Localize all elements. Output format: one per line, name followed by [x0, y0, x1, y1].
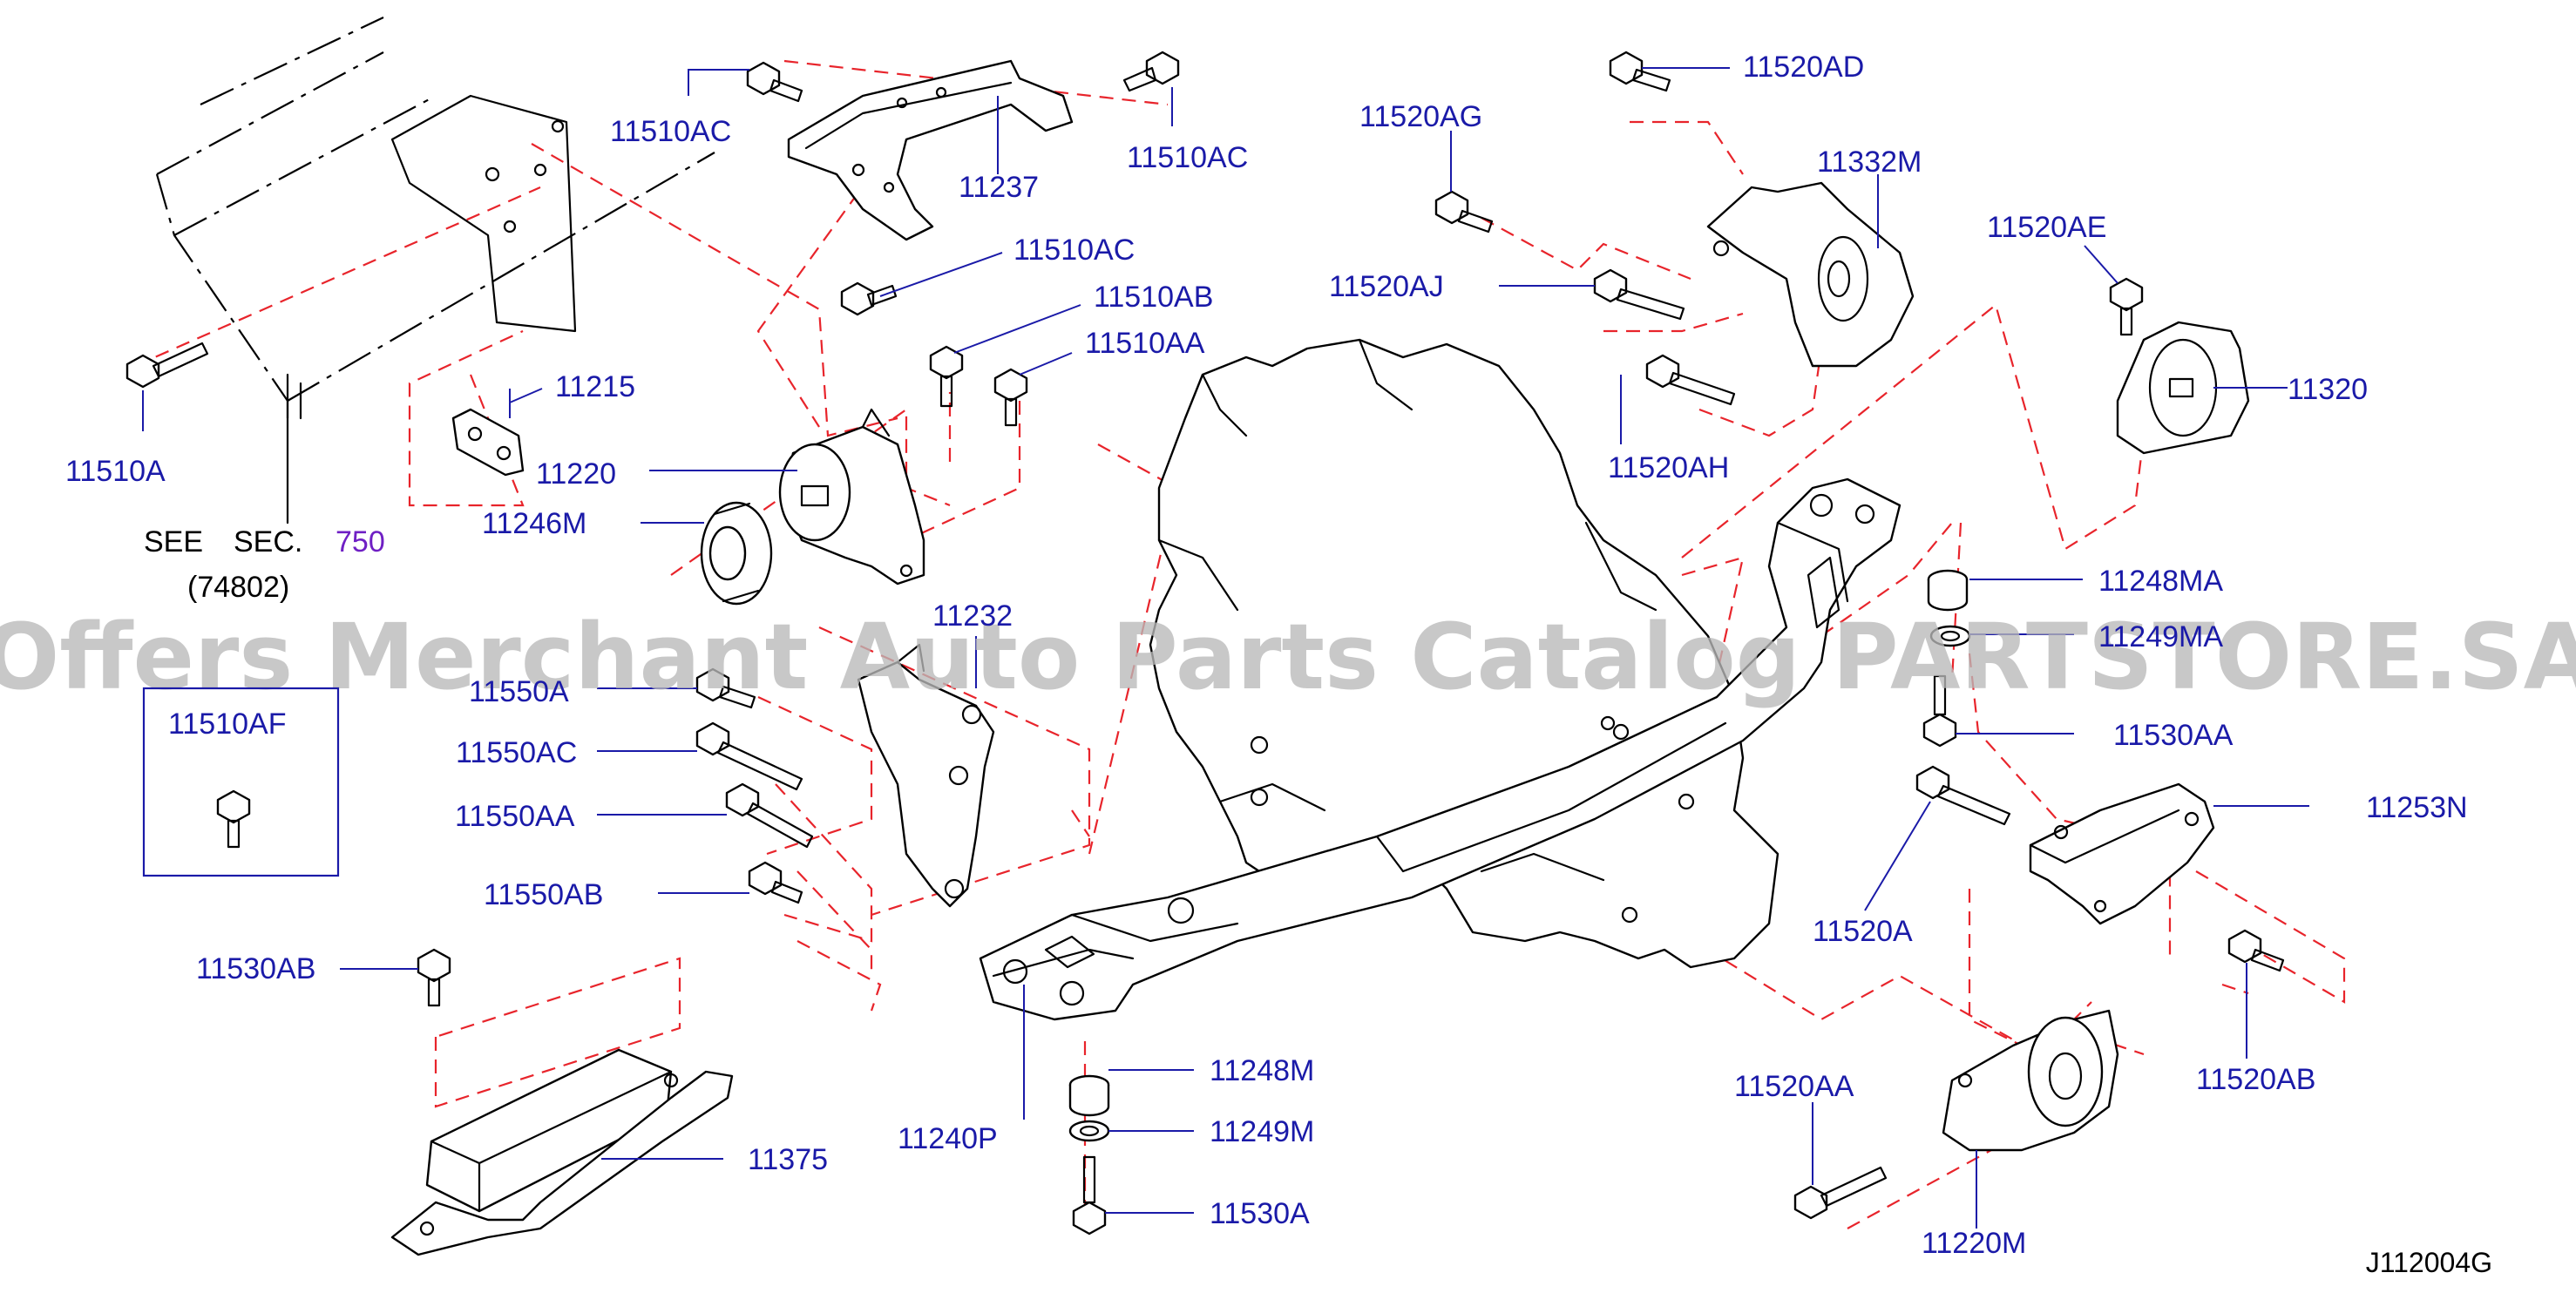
- part-label-11550aa[interactable]: 11550AA: [455, 800, 575, 833]
- bolt-11550ab: [748, 861, 803, 904]
- part-label-11530ab[interactable]: 11530AB: [196, 952, 315, 985]
- part-label-11520ag[interactable]: 11520AG: [1359, 100, 1482, 133]
- part-labels: 11510AC 11237 11510AC 11510AC 11510AB 11…: [65, 51, 2468, 1260]
- bolt-11510aa: [993, 368, 1028, 427]
- part-label-11248ma[interactable]: 11248MA: [2098, 565, 2223, 598]
- part-label-11550ab[interactable]: 11550AB: [484, 878, 603, 911]
- part-label-11253n[interactable]: 11253N: [2366, 791, 2468, 824]
- see-section-prefix: SEE: [144, 525, 203, 558]
- mount-11220m: [1942, 1009, 2119, 1152]
- bolt-11550a: [695, 667, 756, 709]
- part-label-11520ah[interactable]: 11520AH: [1608, 451, 1729, 484]
- bolt-11510ac-3: [840, 281, 898, 316]
- part-label-11520ad[interactable]: 11520AD: [1743, 51, 1864, 84]
- insulator-11248m: [1068, 1074, 1110, 1117]
- see-section-number-link[interactable]: 750: [336, 525, 385, 558]
- part-label-11530a[interactable]: 11530A: [1210, 1197, 1310, 1230]
- part-label-11550a[interactable]: 11550A: [469, 675, 569, 708]
- part-label-11550ac[interactable]: 11550AC: [456, 736, 577, 769]
- part-label-11232[interactable]: 11232: [932, 599, 1013, 633]
- bolt-11520ab: [2227, 929, 2285, 972]
- part-label-11220m[interactable]: 11220M: [1922, 1227, 2026, 1260]
- bolts: [125, 51, 2285, 1235]
- see-section-sub: (74802): [187, 571, 289, 604]
- part-label-11510aa[interactable]: 11510AA: [1085, 327, 1205, 360]
- insulator-11246m: [700, 501, 773, 606]
- part-label-11510af[interactable]: 11510AF: [168, 707, 286, 741]
- washer-11249ma: [1929, 625, 1971, 647]
- bolt-11530ab: [417, 948, 451, 1007]
- bracket-11215: [451, 408, 525, 477]
- part-label-11520ab[interactable]: 11520AB: [2196, 1063, 2315, 1096]
- part-label-11215[interactable]: 11215: [555, 370, 635, 403]
- bolt-11520ag: [1434, 190, 1494, 234]
- part-label-11240p[interactable]: 11240P: [898, 1122, 998, 1155]
- bolt-11510a: [125, 342, 209, 389]
- bolt-11510ac-1: [746, 61, 803, 103]
- part-label-11530aa[interactable]: 11530AA: [2113, 719, 2234, 752]
- part-label-11520ae[interactable]: 11520AE: [1987, 211, 2106, 244]
- crossmember-11240p: [979, 477, 1901, 1021]
- bolt-11550ac: [695, 721, 803, 791]
- see-section-word: SEC.: [234, 525, 302, 558]
- bolt-11520aa: [1793, 1166, 1888, 1220]
- bolt-11530aa: [1922, 674, 1957, 748]
- part-label-11520aj[interactable]: 11520AJ: [1329, 270, 1444, 303]
- figure-code: J112004G: [2366, 1247, 2492, 1278]
- part-label-11520aa[interactable]: 11520AA: [1734, 1070, 1854, 1103]
- insulator-11248ma: [1927, 569, 1969, 612]
- part-label-11249ma[interactable]: 11249MA: [2098, 620, 2223, 653]
- mount-11320: [2116, 321, 2250, 455]
- part-label-11520a[interactable]: 11520A: [1813, 915, 1913, 948]
- bolt-11520aj: [1593, 268, 1685, 321]
- bolt-11550aa: [725, 782, 814, 849]
- body-panel-phantom: [155, 17, 715, 525]
- part-label-11220[interactable]: 11220: [536, 457, 616, 491]
- part-label-11320[interactable]: 11320: [2288, 373, 2368, 406]
- part-label-11237[interactable]: 11237: [959, 171, 1039, 204]
- engine-block-outline: [1149, 338, 1779, 969]
- bracket-11237: [787, 59, 1074, 241]
- part-label-11248m[interactable]: 11248M: [1210, 1054, 1314, 1087]
- bolt-11510ab: [929, 345, 964, 408]
- part-label-11375[interactable]: 11375: [748, 1143, 828, 1176]
- mount-11253n: [2029, 782, 2215, 925]
- inset-box-11510af: [142, 687, 340, 877]
- bolt-11520ad: [1609, 51, 1671, 92]
- watermark-text: Offers Merchant Auto Parts Catalog PARTS…: [0, 604, 2576, 710]
- bolt-11530a: [1072, 1155, 1107, 1235]
- bolt-11520ah: [1645, 354, 1736, 406]
- part-label-11510ab[interactable]: 11510AB: [1094, 281, 1213, 314]
- bolt-11520ae: [2109, 277, 2144, 336]
- module-11375: [390, 1048, 734, 1256]
- part-label-11246m[interactable]: 11246M: [482, 507, 586, 540]
- mount-11332m: [1706, 181, 1915, 368]
- bolt-11510ac-2: [1122, 51, 1180, 92]
- bolt-11510af: [216, 789, 251, 849]
- part-label-11332m[interactable]: 11332M: [1817, 146, 1922, 179]
- part-label-11510a[interactable]: 11510A: [65, 455, 166, 488]
- part-label-11510ac-1[interactable]: 11510AC: [610, 115, 731, 148]
- mount-11220: [778, 408, 925, 586]
- part-label-11510ac-3[interactable]: 11510AC: [1013, 234, 1135, 267]
- part-label-11510ac-2[interactable]: 11510AC: [1127, 141, 1248, 174]
- bracket-11232: [857, 643, 995, 908]
- part-label-11249m[interactable]: 11249M: [1210, 1115, 1314, 1148]
- washer-11249m: [1068, 1120, 1110, 1142]
- bolt-11520a: [1915, 765, 2011, 826]
